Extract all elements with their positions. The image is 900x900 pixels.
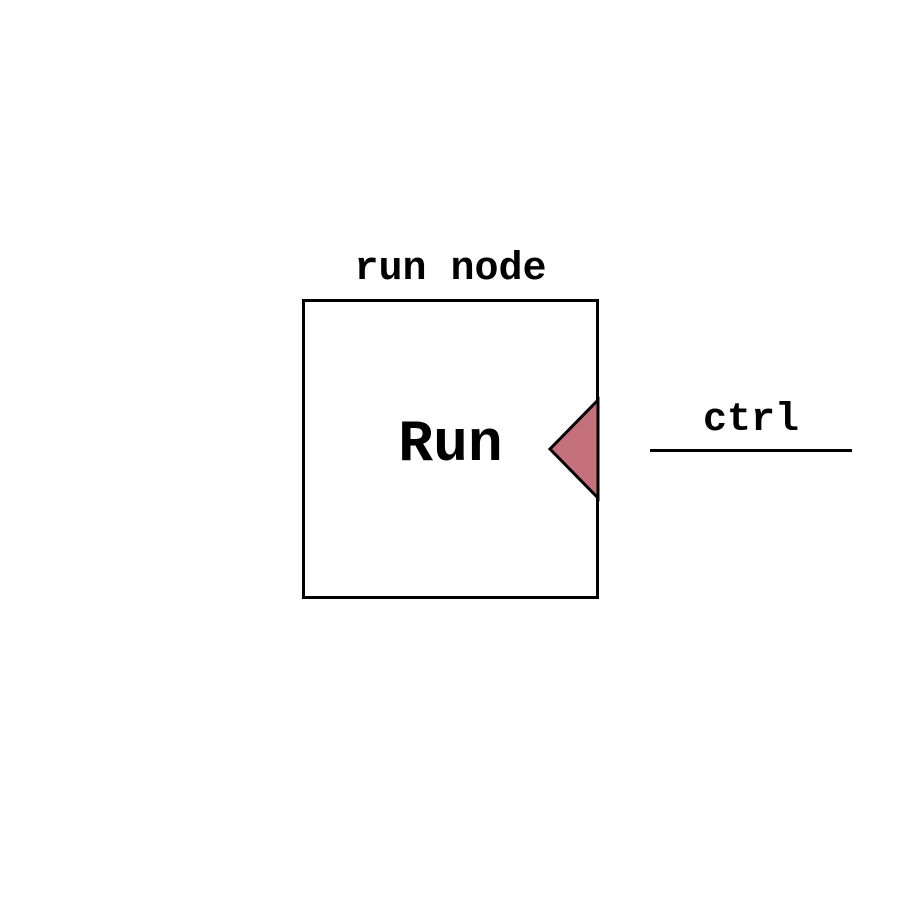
node-label: Run: [398, 413, 503, 478]
ctrl-wire-line: [650, 449, 852, 452]
ctrl-input-port-icon[interactable]: [544, 392, 604, 506]
ctrl-wire-label: ctrl: [702, 398, 799, 443]
node-title: run node: [354, 247, 547, 292]
input-port-triangle-icon: [547, 396, 600, 502]
